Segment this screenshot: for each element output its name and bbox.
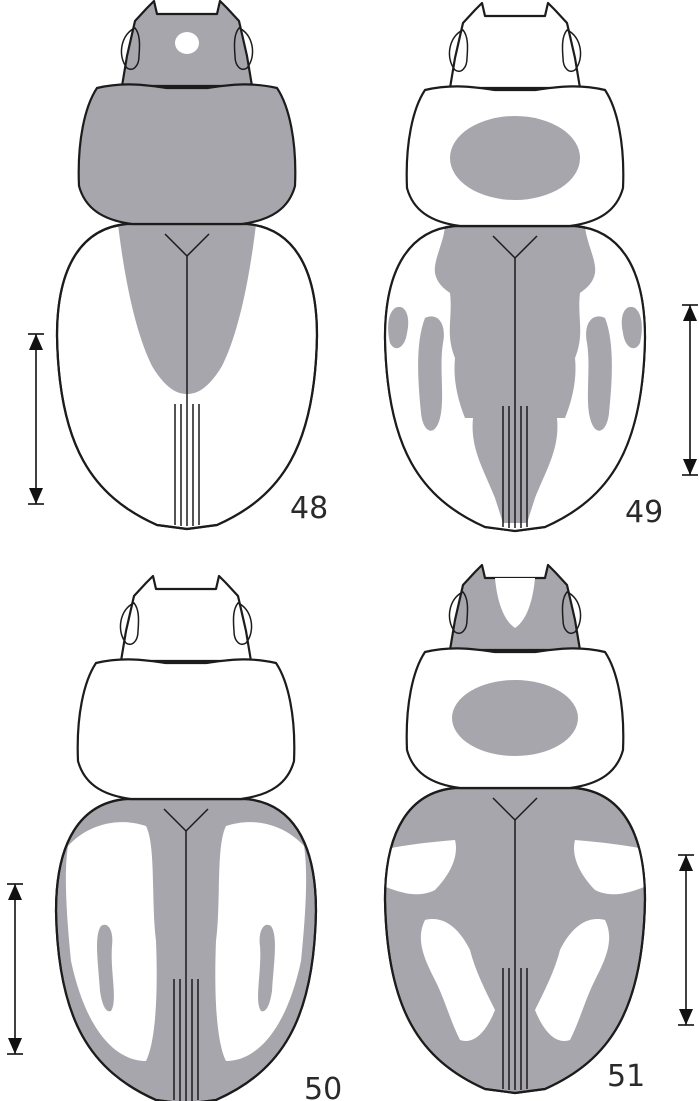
thorax-48 [79, 84, 296, 224]
thorax-spot-51 [452, 680, 578, 756]
scale-bar-51 [678, 855, 694, 1025]
head-spot-48 [175, 32, 199, 54]
figure-label-51: 51 [607, 1059, 645, 1094]
figure-label-50: 50 [304, 1072, 342, 1101]
figure-label-49: 49 [625, 495, 663, 530]
beetle-figure-50: 50 [56, 576, 342, 1101]
figure-label-48: 48 [290, 491, 328, 526]
head-49 [450, 3, 580, 88]
scale-bar-49 [682, 305, 698, 475]
beetle-figure-51: 51 [380, 565, 650, 1094]
thorax-50 [78, 659, 295, 799]
beetle-figure-49: 49 [375, 3, 663, 538]
scale-bar-48 [28, 334, 44, 504]
scale-bar-50 [7, 884, 23, 1054]
beetle-figure-48: 48 [57, 1, 328, 529]
thorax-spot-49 [450, 116, 580, 200]
head-50 [121, 576, 251, 661]
